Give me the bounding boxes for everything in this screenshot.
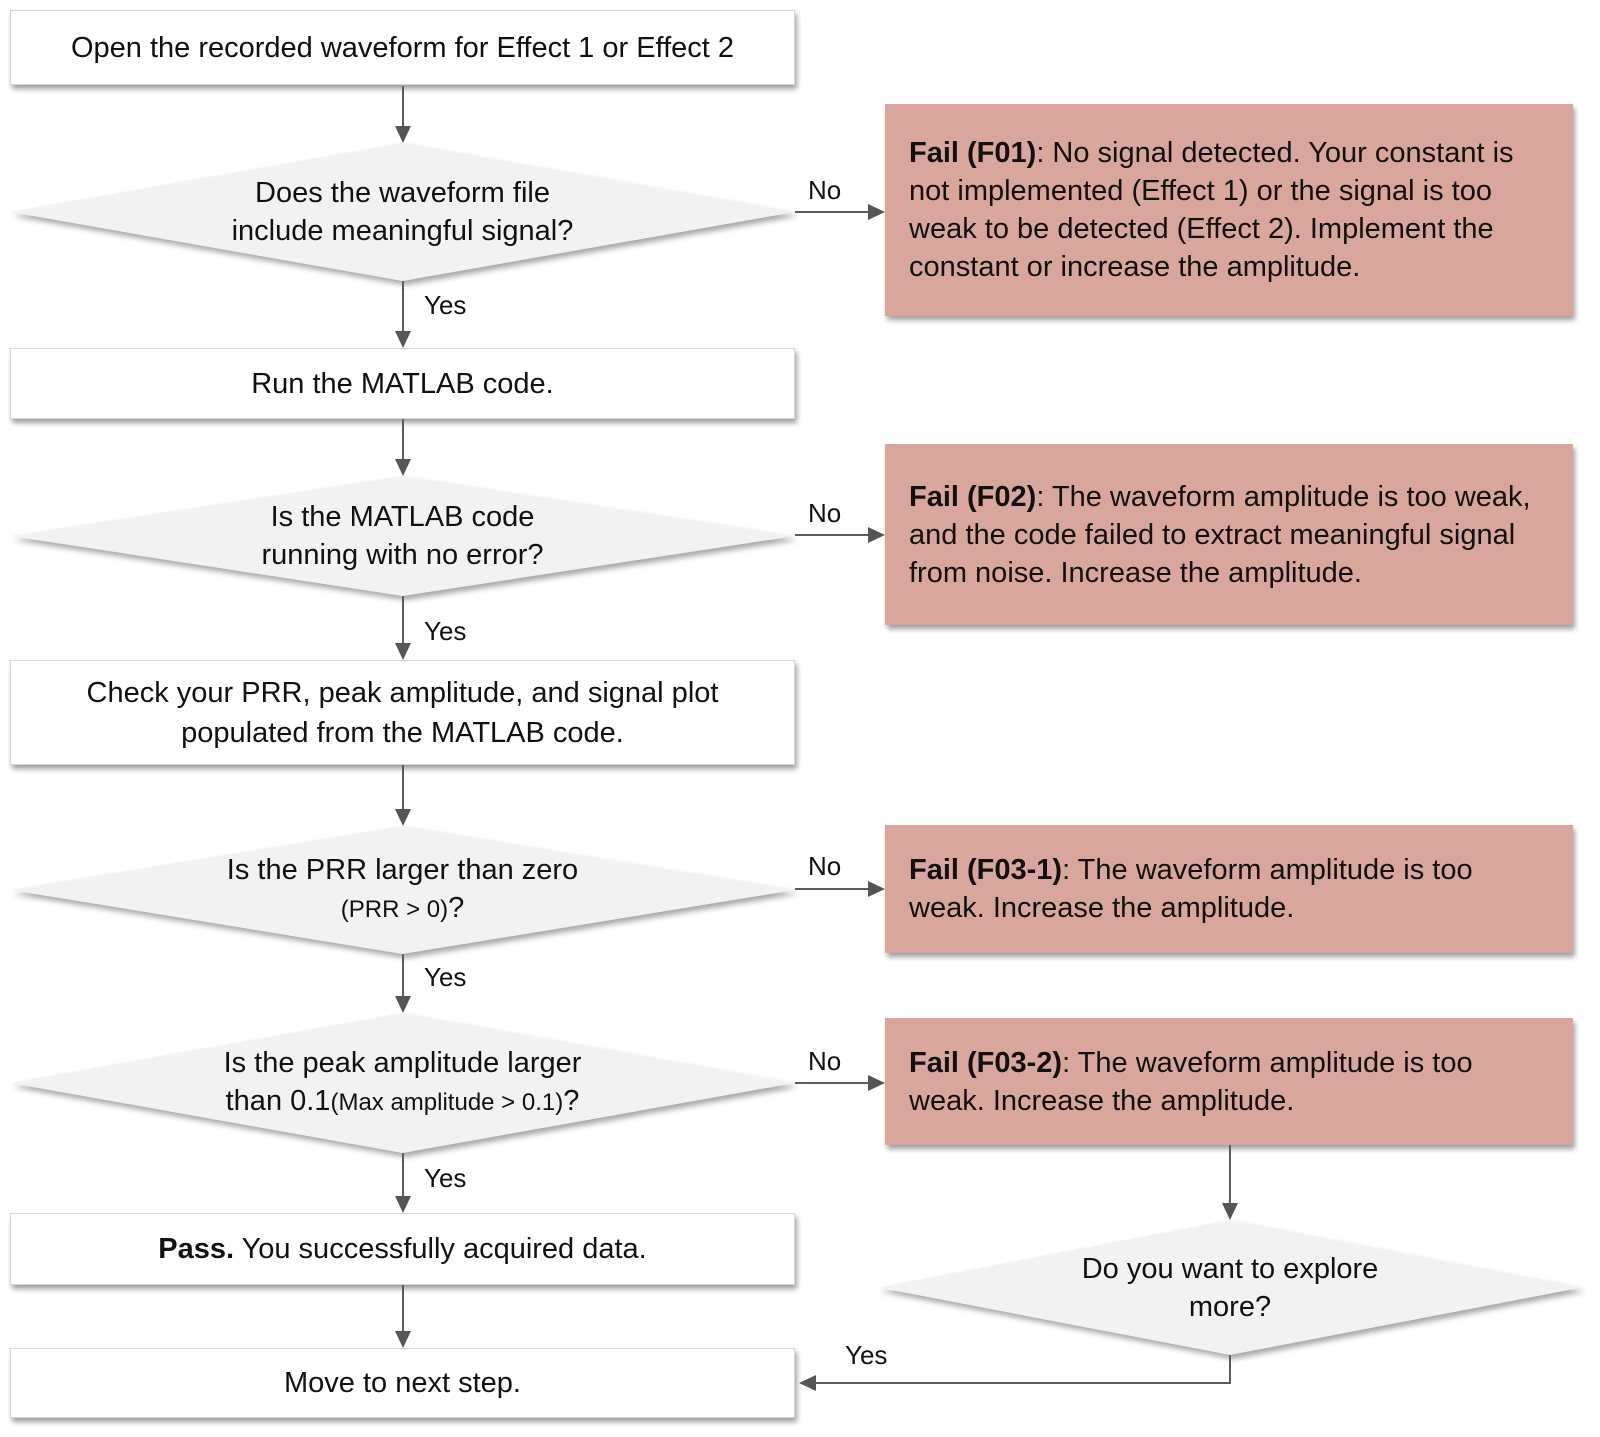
pass-text: Pass. You successfully acquired data. <box>158 1229 647 1269</box>
decision-explore-line2: more? <box>1188 1290 1272 1323</box>
decision-peak-formula: (Max amplitude > 0.1) <box>330 1089 564 1116</box>
decision-signal-line2: include meaningful signal? <box>231 215 574 247</box>
arrowhead-down-icon <box>395 1331 411 1348</box>
fail-f03-2-box: Fail (F03-2): The waveform amplitude is … <box>885 1018 1573 1145</box>
arrow-explore-elbow-horizontal <box>815 1382 1231 1384</box>
arrowhead-right-icon <box>868 527 885 543</box>
decision-error-diamond: Is the MATLAB code running with no error… <box>10 476 795 596</box>
fail-f01-text: Fail (F01): No signal detected. Your con… <box>909 134 1549 286</box>
arrowhead-down-icon <box>395 809 411 826</box>
next-step-box: Move to next step. <box>10 1348 795 1418</box>
arrow-error-to-check <box>402 596 404 644</box>
decision-peak-qmark: ? <box>563 1085 580 1117</box>
check-results-text: Check your PRR, peak amplitude, and sign… <box>87 673 719 753</box>
start-box-text: Open the recorded waveform for Effect 1 … <box>70 31 735 64</box>
arrow-prr-to-peak <box>402 954 404 997</box>
edge-label-yes-2: Yes <box>424 616 467 646</box>
fail-f03-1-text: Fail (F03-1): The waveform amplitude is … <box>909 851 1549 927</box>
arrowhead-right-icon <box>868 1075 885 1091</box>
decision-prr-line1: Is the PRR larger than zero <box>226 854 579 886</box>
arrow-no-prr-to-f03-1 <box>795 888 869 890</box>
arrow-no-error-to-f02 <box>795 534 869 536</box>
fail-f03-2-text: Fail (F03-2): The waveform amplitude is … <box>909 1044 1549 1120</box>
decision-explore-line1: Do you want to explore <box>1081 1252 1379 1285</box>
arrowhead-down-icon <box>395 331 411 348</box>
decision-prr-diamond: Is the PRR larger than zero (PRR > 0)? <box>10 826 795 954</box>
decision-signal-shape: Does the waveform file include meaningfu… <box>10 143 795 281</box>
decision-prr-qmark: ? <box>448 892 465 924</box>
decision-error-line1: Is the MATLAB code <box>270 501 535 533</box>
fail-f02-body: : The waveform amplitude is too weak, an… <box>909 480 1531 589</box>
edge-label-yes-5: Yes <box>845 1340 888 1370</box>
decision-prr-shape: Is the PRR larger than zero (PRR > 0)? <box>10 826 795 954</box>
decision-peak-diamond: Is the peak amplitude larger than 0.1(Ma… <box>10 1013 795 1153</box>
run-matlab-box: Run the MATLAB code. <box>10 348 795 419</box>
decision-peak-line2: than 0.1(Max amplitude > 0.1)? <box>226 1082 580 1122</box>
check-results-line1: Check your PRR, peak amplitude, and sign… <box>86 676 719 709</box>
edge-label-no-1: No <box>808 175 842 205</box>
fail-f02-box: Fail (F02): The waveform amplitude is to… <box>885 444 1573 625</box>
edge-label-yes-1: Yes <box>424 290 467 320</box>
arrow-run-to-error <box>402 419 404 460</box>
arrow-peak-to-pass <box>402 1153 404 1197</box>
arrow-pass-to-next <box>402 1285 404 1332</box>
decision-error-shape: Is the MATLAB code running with no error… <box>10 476 795 596</box>
edge-label-no-3: No <box>808 851 842 881</box>
arrow-check-to-prr <box>402 765 404 810</box>
arrow-f03-2-to-explore <box>1229 1145 1231 1204</box>
pass-body: You successfully acquired data. <box>234 1233 647 1265</box>
fail-f01-title: Fail (F01) <box>909 137 1037 169</box>
fail-f01-box: Fail (F01): No signal detected. Your con… <box>885 104 1573 316</box>
decision-error-line2: running with no error? <box>261 539 544 571</box>
run-matlab-text: Run the MATLAB code. <box>251 367 554 400</box>
fail-f01-body: : No signal detected. Your constant is n… <box>909 137 1514 283</box>
arrow-no-signal-to-f01 <box>795 211 869 213</box>
arrowhead-left-icon <box>799 1375 816 1391</box>
edge-label-yes-4: Yes <box>424 1163 467 1193</box>
check-results-line2: populated from the MATLAB code. <box>181 716 624 749</box>
fail-f02-text: Fail (F02): The waveform amplitude is to… <box>909 478 1549 592</box>
fail-f02-title: Fail (F02) <box>909 480 1037 513</box>
arrowhead-right-icon <box>868 204 885 220</box>
edge-label-no-4: No <box>808 1046 842 1076</box>
pass-box: Pass. You successfully acquired data. <box>10 1213 795 1285</box>
arrow-explore-elbow-vertical <box>1229 1355 1231 1384</box>
decision-prr-line2: (PRR > 0)? <box>341 889 465 929</box>
decision-signal-diamond: Does the waveform file include meaningfu… <box>10 143 795 281</box>
fail-f03-2-body: : The waveform amplitude is too weak. In… <box>909 1046 1473 1117</box>
arrowhead-down-icon <box>395 459 411 476</box>
arrowhead-down-icon <box>395 126 411 143</box>
fail-f03-1-title: Fail (F03-1) <box>909 854 1063 886</box>
edge-label-no-2: No <box>808 498 842 528</box>
arrowhead-down-icon <box>1222 1203 1238 1220</box>
decision-peak-line1: Is the peak amplitude larger <box>223 1047 582 1079</box>
decision-signal-line1: Does the waveform file <box>255 177 550 209</box>
arrow-signal-to-run <box>402 281 404 332</box>
fail-f03-1-box: Fail (F03-1): The waveform amplitude is … <box>885 825 1573 953</box>
decision-peak-shape: Is the peak amplitude larger than 0.1(Ma… <box>10 1013 795 1153</box>
arrow-no-peak-to-f03-2 <box>795 1082 869 1084</box>
arrowhead-down-icon <box>395 1196 411 1213</box>
decision-peak-prefix: than 0.1 <box>225 1085 331 1117</box>
start-box: Open the recorded waveform for Effect 1 … <box>10 10 795 85</box>
decision-prr-formula: (PRR > 0) <box>340 896 449 923</box>
arrowhead-right-icon <box>868 881 885 897</box>
fail-f03-2-title: Fail (F03-2) <box>909 1046 1063 1079</box>
fail-f03-1-body: : The waveform amplitude is too weak. In… <box>909 854 1473 924</box>
pass-title: Pass. <box>158 1233 235 1265</box>
decision-explore-shape: Do you want to explore more? <box>878 1220 1582 1355</box>
next-step-text: Move to next step. <box>284 1367 521 1399</box>
arrowhead-down-icon <box>395 643 411 660</box>
arrowhead-down-icon <box>395 996 411 1013</box>
decision-explore-diamond: Do you want to explore more? <box>878 1220 1582 1355</box>
edge-label-yes-3: Yes <box>424 962 467 992</box>
check-results-box: Check your PRR, peak amplitude, and sign… <box>10 660 795 765</box>
arrow-start-to-signal <box>402 86 404 127</box>
